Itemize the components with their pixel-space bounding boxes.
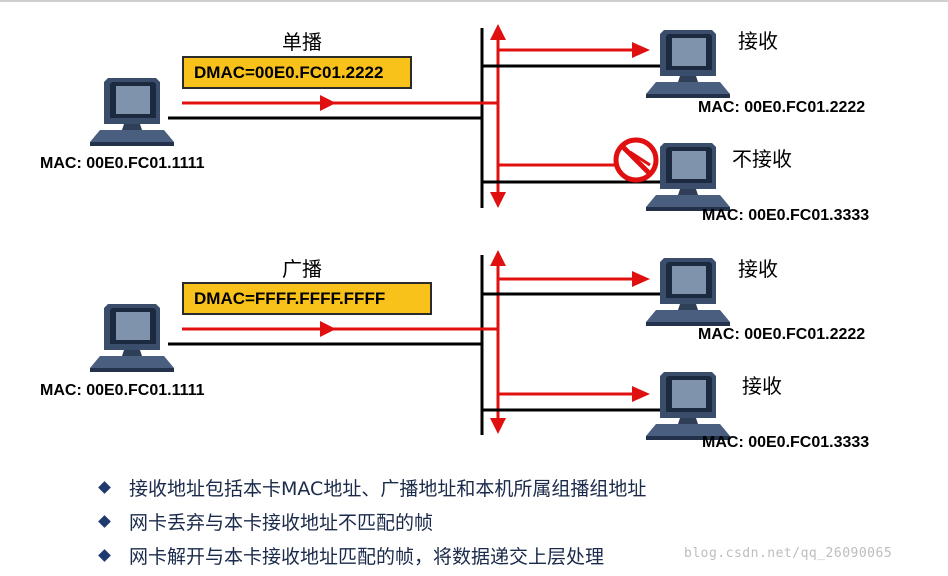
block-icon <box>613 137 659 183</box>
computer-icon <box>90 78 174 146</box>
unicast-section <box>90 24 730 211</box>
arrow-down-icon <box>490 418 506 434</box>
computer-icon <box>90 304 174 372</box>
unicast-receiver-1-mac: MAC: 00E0.FC01.2222 <box>698 99 866 116</box>
diamond-bullet-icon <box>98 480 111 494</box>
broadcast-receiver-1-mac: MAC: 00E0.FC01.2222 <box>698 326 866 343</box>
bullet-list: 接收地址包括本卡MAC地址、广播地址和本机所属组播组地址 网卡丢弃与本卡接收地址… <box>96 470 646 572</box>
watermark: blog.csdn.net/qq_26090065 <box>684 546 893 561</box>
broadcast-title: 广播 <box>282 257 322 281</box>
bullet-item: 网卡丢弃与本卡接收地址不匹配的帧 <box>96 504 646 538</box>
bullet-text: 网卡丢弃与本卡接收地址不匹配的帧 <box>129 511 434 534</box>
unicast-title: 单播 <box>282 30 322 54</box>
computer-icon <box>646 258 730 326</box>
broadcast-receiver-2-mac: MAC: 00E0.FC01.3333 <box>702 434 870 451</box>
bullet-item: 网卡解开与本卡接收地址匹配的帧，将数据递交上层处理 <box>96 538 646 572</box>
arrow-up-icon <box>490 24 506 40</box>
broadcast-dmac-box: DMAC=FFFF.FFFF.FFFF <box>182 282 432 315</box>
broadcast-receiver-2-status: 接收 <box>742 374 782 398</box>
top-border <box>0 0 948 2</box>
arrow-up-icon <box>490 250 506 266</box>
unicast-sender-mac: MAC: 00E0.FC01.1111 <box>40 155 205 172</box>
arrow-right-icon <box>320 95 336 111</box>
computer-icon <box>646 143 730 211</box>
bullet-item: 接收地址包括本卡MAC地址、广播地址和本机所属组播组地址 <box>96 470 646 504</box>
broadcast-section <box>90 250 730 440</box>
bullet-text: 网卡解开与本卡接收地址匹配的帧，将数据递交上层处理 <box>129 545 605 568</box>
arrow-right-icon <box>320 321 336 337</box>
arrow-down-icon <box>490 192 506 208</box>
unicast-receiver-2-mac: MAC: 00E0.FC01.3333 <box>702 207 870 224</box>
bullet-text: 接收地址包括本卡MAC地址、广播地址和本机所属组播组地址 <box>129 477 647 500</box>
unicast-receiver-2-status: 不接收 <box>732 147 792 171</box>
unicast-dmac-box: DMAC=00E0.FC01.2222 <box>182 56 412 89</box>
diamond-bullet-icon <box>98 514 111 528</box>
broadcast-sender-mac: MAC: 00E0.FC01.1111 <box>40 382 205 399</box>
diamond-bullet-icon <box>98 548 111 562</box>
broadcast-receiver-1-status: 接收 <box>738 257 778 281</box>
computer-icon <box>646 30 730 98</box>
computer-icon <box>646 372 730 440</box>
unicast-receiver-1-status: 接收 <box>738 29 778 53</box>
